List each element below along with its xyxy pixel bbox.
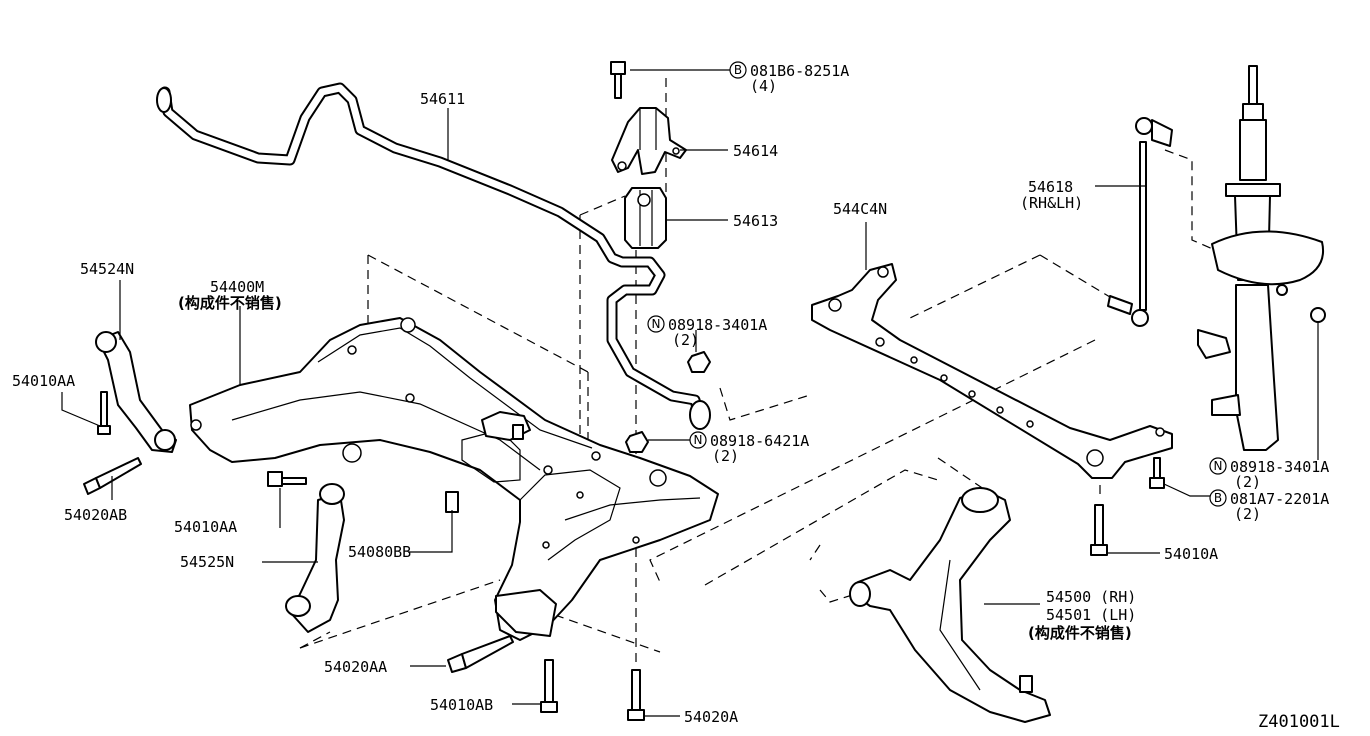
- label-54611: 54611: [420, 90, 465, 108]
- label-54524N: 54524N: [80, 260, 134, 278]
- stabilizer-clamp: [611, 107, 687, 175]
- nut-symbol-3-letter: N: [1214, 459, 1223, 473]
- bolt-54010AB: [540, 659, 558, 713]
- stabilizer-link: [1107, 117, 1173, 327]
- leader-lines: [61, 69, 1319, 717]
- strut-assembly: [1197, 65, 1326, 451]
- label-54525N: 54525N: [180, 553, 234, 571]
- label-544C4N: 544C4N: [833, 200, 887, 218]
- label-081B6-qty: (4): [750, 77, 777, 95]
- label-54500: 54500 (RH): [1046, 588, 1136, 606]
- label-54020A: 54020A: [684, 708, 738, 726]
- bolt-54020AA: [447, 635, 514, 673]
- transverse-link: [849, 487, 1051, 723]
- nut-symbol-1-letter: N: [652, 317, 661, 331]
- label-081B6-8251A: 081B6-8251A: [750, 62, 849, 80]
- rear-bracket-lower: [267, 471, 345, 633]
- label-08918-3401A-1: 08918-3401A: [668, 316, 767, 334]
- label-54010AA-left: 54010AA: [12, 372, 75, 390]
- bolt-symbol-right-letter: B: [1214, 491, 1222, 505]
- label-54010AA-mid: 54010AA: [174, 518, 237, 536]
- bolt-54010A: [1090, 504, 1108, 556]
- part-labels: 54611 54614 54613 54618 (RH&LH) 544C4N 5…: [12, 61, 1340, 732]
- bolt-symbol-right: [1209, 489, 1227, 507]
- nut-symbol-1: [647, 315, 665, 333]
- label-54618-sub: (RH&LH): [1020, 194, 1083, 212]
- label-54613: 54613: [733, 212, 778, 230]
- suspension-member: [189, 317, 719, 641]
- label-54500-sub: (构成件不销售): [1028, 624, 1132, 642]
- label-54400M: 54400M: [210, 278, 264, 296]
- label-54020AB: 54020AB: [64, 506, 127, 524]
- label-081A7-2201A: 081A7-2201A: [1230, 490, 1329, 508]
- rear-bracket-upper: [95, 331, 177, 453]
- label-54400M-sub: (构成件不销售): [178, 294, 282, 312]
- label-08918-6421A-qty: (2): [712, 447, 739, 465]
- bolt-symbol-top: [729, 61, 747, 79]
- nut-08918-6421A: [625, 431, 649, 453]
- diagram-id: Z401001L: [1258, 712, 1340, 732]
- stabilizer-bar: [156, 82, 711, 430]
- label-54618: 54618: [1028, 178, 1073, 196]
- tension-rod: [811, 263, 1173, 479]
- label-54614: 54614: [733, 142, 778, 160]
- label-54010AB: 54010AB: [430, 696, 493, 714]
- label-54020AA: 54020AA: [324, 658, 387, 676]
- nut-symbol-3: [1209, 457, 1227, 475]
- bolt-54020AB: [83, 457, 142, 495]
- bolt-symbol-top-letter: B: [734, 63, 742, 77]
- nut-symbol-2: [689, 431, 707, 449]
- label-081A7-qty: (2): [1234, 505, 1261, 523]
- nut-symbol-2-letter: N: [694, 433, 703, 447]
- label-08918-3401A-1-qty: (2): [672, 331, 699, 349]
- bolt-081A7: [1149, 457, 1165, 489]
- label-54010A: 54010A: [1164, 545, 1218, 563]
- label-08918-3401A-3: 08918-3401A: [1230, 458, 1329, 476]
- nut-08918-3401A-left: [687, 351, 711, 373]
- bolt-54020A: [627, 669, 645, 721]
- clamp-bolt: [610, 61, 626, 99]
- label-08918-6421A: 08918-6421A: [710, 432, 809, 450]
- label-54080BB: 54080BB: [348, 543, 411, 561]
- label-08918-3401A-3-qty: (2): [1234, 473, 1261, 491]
- label-54501: 54501 (LH): [1046, 606, 1136, 624]
- stabilizer-bushing: [624, 187, 667, 249]
